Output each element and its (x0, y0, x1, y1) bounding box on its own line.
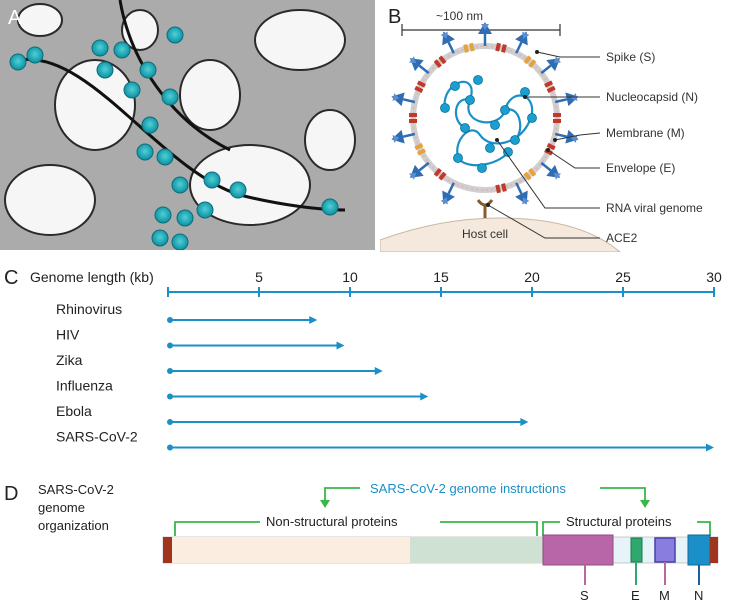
spike-protein (478, 22, 492, 46)
x-tick-label: 25 (615, 269, 631, 285)
spike-protein (409, 161, 430, 180)
instructions-bracket (324, 487, 646, 502)
panel-label-b: B (388, 6, 402, 28)
host-cell (380, 217, 621, 252)
structural-label: Structural proteins (566, 514, 672, 529)
virus-name-label: SARS-CoV-2 (56, 429, 138, 445)
virus-name-label: Influenza (56, 378, 113, 394)
virus-name-label: Ebola (56, 403, 92, 419)
virus-name-label: Rhinovirus (56, 301, 122, 317)
envelope-label: Envelope (E) (606, 161, 675, 175)
spike-protein (391, 129, 416, 144)
org-title-line2: genome (38, 500, 85, 515)
envelope-protein (414, 142, 426, 156)
x-tick-label: 15 (433, 269, 449, 285)
spike-protein (515, 31, 530, 54)
org-title-line1: SARS-CoV-2 (38, 482, 114, 497)
membrane-protein (414, 80, 426, 94)
membrane-protein (495, 183, 507, 194)
ace2-receptor (476, 199, 494, 218)
axis-title: Genome length (kb) (30, 269, 154, 285)
gene-n-block (687, 534, 711, 566)
membrane-label: Membrane (M) (606, 126, 685, 140)
envelope-protein (523, 168, 537, 181)
virus-name-label: HIV (56, 327, 80, 343)
membrane-protein (544, 80, 556, 94)
bar-start-dot (167, 419, 173, 425)
nonstructural-bracket-left (174, 521, 260, 536)
spike-label: Spike (S) (606, 50, 655, 64)
panel-label-c: C (4, 267, 18, 289)
ace2-label: ACE2 (606, 231, 638, 245)
bar-start-dot (167, 393, 173, 400)
orf1a-segment (172, 537, 410, 563)
x-tick-label: 5 (255, 269, 263, 285)
virus-particles (9, 26, 339, 250)
x-tick-label: 10 (342, 269, 358, 285)
bar-arrowhead (420, 392, 429, 401)
panel-label-d: D (4, 483, 18, 505)
bar-arrowhead (336, 341, 345, 350)
gene-m-block (654, 537, 676, 563)
genome-length-chart: C Genome length (kb) 5 10 15 20 25 30 Rhinovi… (4, 267, 722, 452)
panel-label-a: A (8, 7, 22, 29)
nucleocapsid-label: Nucleocapsid (N) (606, 90, 698, 104)
virus-diagram: ~100 nm Host cell Spike (S) Nucleocapsid (380, 9, 703, 252)
bar-start-dot (167, 368, 173, 374)
membrane-protein (553, 113, 561, 123)
envelope-protein (523, 55, 537, 68)
structural-bracket-left (542, 521, 560, 536)
x-tick-label: 20 (524, 269, 540, 285)
bar-start-dot (167, 444, 173, 451)
orf1b-segment (410, 537, 543, 563)
x-tick-label: 30 (706, 269, 722, 285)
bar-start-dot (167, 317, 173, 323)
five-prime-cap (163, 537, 172, 563)
electron-micrograph: A (0, 0, 375, 250)
gene-e-block (630, 537, 643, 563)
spike-protein (391, 92, 416, 107)
membrane-protein (433, 55, 447, 68)
rna-genome-label: RNA viral genome (606, 201, 703, 215)
three-prime-tail (710, 537, 718, 563)
gene-s-label: S (580, 588, 589, 603)
nucleocapsid-proteins (440, 75, 537, 173)
structural-bracket-right (697, 521, 711, 536)
bar-arrowhead (374, 367, 383, 375)
spike-protein (409, 56, 430, 75)
spike-protein (540, 161, 561, 180)
gene-n-label: N (694, 588, 703, 603)
membrane-protein (495, 42, 507, 53)
bar-start-dot (167, 342, 173, 349)
instructions-label: SARS-CoV-2 genome instructions (370, 481, 566, 496)
nonstructural-bracket-right (440, 521, 538, 536)
spike-protein (515, 182, 530, 205)
gene-e-label: E (631, 588, 640, 603)
bar-arrowhead (520, 418, 529, 426)
spike-protein (440, 182, 455, 205)
bar-arrowhead (309, 316, 318, 324)
nonstructural-label: Non-structural proteins (266, 514, 398, 529)
envelope-protein (463, 42, 475, 53)
genome-organization: D SARS-CoV-2 genome organization SARS-Co… (4, 481, 719, 603)
spike-protein (540, 56, 561, 75)
scale-bar-label: ~100 nm (436, 9, 483, 23)
host-cell-label: Host cell (462, 227, 508, 241)
bar-arrowhead (706, 443, 714, 452)
gene-s-block (542, 534, 614, 566)
virus-name-label: Zika (56, 352, 83, 368)
membrane-protein (409, 113, 417, 123)
spike-protein (440, 31, 455, 54)
gene-m-label: M (659, 588, 670, 603)
membrane-protein (433, 168, 447, 181)
org-title-line3: organization (38, 518, 109, 533)
